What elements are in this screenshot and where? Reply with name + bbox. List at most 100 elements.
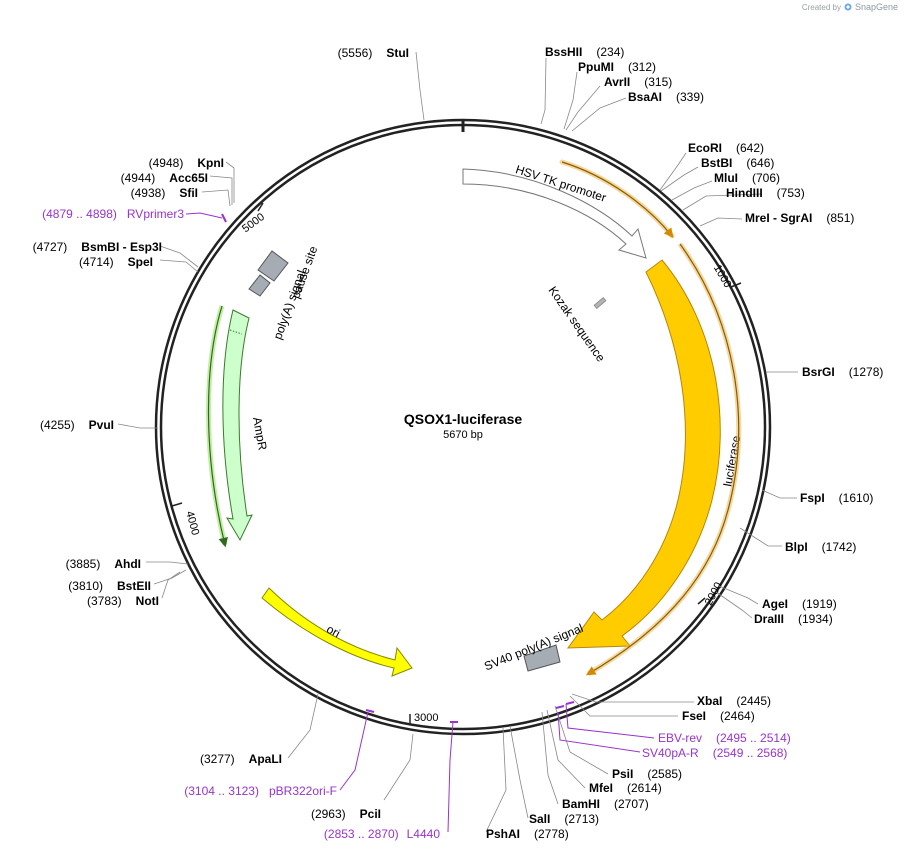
site-pvui[interactable]: (4255)PvuI: [40, 418, 114, 432]
primer-leader-lines: [185, 212, 655, 833]
svg-text:BsrGI(1278): BsrGI(1278): [802, 365, 883, 379]
backbone-ring: [154, 118, 772, 736]
svg-text:MreI - SgrAI(851): MreI - SgrAI(851): [745, 211, 854, 225]
site-draiii[interactable]: DraIII(1934): [754, 612, 833, 626]
tick-label-3000: 3000: [414, 712, 438, 724]
site-kpni[interactable]: (4948)KpnI: [149, 156, 224, 170]
svg-text:DraIII(1934): DraIII(1934): [754, 612, 833, 626]
site-bsteii[interactable]: (3810)BstEII: [68, 579, 151, 593]
site-bsshii[interactable]: BssHII(234): [545, 45, 624, 59]
svg-text:(4714)SpeI: (4714)SpeI: [79, 255, 153, 269]
svg-text:(4938)SfiI: (4938)SfiI: [131, 186, 198, 200]
svg-text:(4255)PvuI: (4255)PvuI: [40, 418, 114, 432]
svg-text:XbaI(2445): XbaI(2445): [697, 694, 771, 708]
feature-ori[interactable]: ori: [261, 587, 413, 677]
snapgene-credit: Created by SnapGene: [802, 2, 898, 12]
svg-text:(5556)StuI: (5556)StuI: [338, 46, 409, 60]
svg-text:AgeI(1919): AgeI(1919): [762, 597, 837, 611]
feature-label-kozak: Kozak sequence: [546, 284, 609, 365]
site-apali[interactable]: (3277)ApaLI: [200, 752, 282, 766]
primer-ebv-rev[interactable]: EBV-rev(2495 .. 2514): [658, 731, 791, 745]
svg-text:(2963)PciI: (2963)PciI: [311, 807, 381, 821]
svg-text:(4727)BsmBI - Esp3I: (4727)BsmBI - Esp3I: [33, 240, 162, 254]
primer-rvprimer3[interactable]: (4879 .. 4898)RVprimer3: [42, 207, 184, 221]
primer-l4440[interactable]: (2853 .. 2870)L4440: [324, 827, 440, 841]
feature-ampr[interactable]: AmpR: [222, 309, 270, 542]
svg-text:FseI(2464): FseI(2464): [682, 709, 755, 723]
svg-text:MfeI(2614): MfeI(2614): [589, 781, 662, 795]
tick-label-1000: 1000: [711, 263, 734, 290]
tick-3000: 3000: [409, 712, 438, 724]
svg-text:EBV-rev(2495 .. 2514): EBV-rev(2495 .. 2514): [658, 731, 791, 745]
snapgene-logo-icon: [844, 3, 852, 11]
site-bsaai[interactable]: BsaAI(339): [628, 90, 704, 104]
site-avrii[interactable]: AvrII(315): [604, 75, 672, 89]
svg-text:EcoRI(642): EcoRI(642): [688, 141, 764, 155]
site-sfii[interactable]: (4938)SfiI: [131, 186, 198, 200]
svg-text:(4944)Acc65I: (4944)Acc65I: [121, 171, 208, 185]
site-psii[interactable]: PsiI(2585): [612, 767, 682, 781]
svg-text:SV40pA-R(2549 .. 2568): SV40pA-R(2549 .. 2568): [642, 746, 787, 760]
svg-text:(3885)AhdI: (3885)AhdI: [66, 557, 141, 571]
svg-text:(3104 .. 3123)pBR322ori-F: (3104 .. 3123)pBR322ori-F: [184, 784, 337, 798]
site-bamhi[interactable]: BamHI(2707): [562, 797, 649, 811]
site-mlui[interactable]: MluI(706): [714, 171, 780, 185]
feature-kozak[interactable]: Kozak sequence: [546, 284, 609, 365]
svg-text:BstBI(646): BstBI(646): [701, 156, 774, 170]
primer-pbr322ori-f[interactable]: (3104 .. 3123)pBR322ori-F: [184, 784, 337, 798]
feature-label-ampr: AmpR: [250, 416, 270, 452]
site-fsei[interactable]: FseI(2464): [682, 709, 755, 723]
site-xbai[interactable]: XbaI(2445): [697, 694, 771, 708]
svg-text:HindIII(753): HindIII(753): [726, 186, 805, 200]
svg-text:(3810)BstEII: (3810)BstEII: [68, 579, 151, 593]
site-pshai[interactable]: PshAI(2778): [486, 827, 569, 841]
svg-text:PsiI(2585): PsiI(2585): [612, 767, 682, 781]
svg-text:(2853 .. 2870)L4440: (2853 .. 2870)L4440: [324, 827, 440, 841]
site-mrei-sgrai[interactable]: MreI - SgrAI(851): [745, 211, 854, 225]
site-ecori[interactable]: EcoRI(642): [688, 141, 764, 155]
feature-pause-site[interactable]: pause site: [257, 244, 320, 300]
site-acc65i[interactable]: (4944)Acc65I: [121, 171, 208, 185]
svg-text:SalI(2713): SalI(2713): [529, 812, 599, 826]
site-agei[interactable]: AgeI(1919): [762, 597, 837, 611]
luciferase-strand-arrow: [585, 243, 740, 676]
svg-text:(4879 .. 4898)RVprimer3: (4879 .. 4898)RVprimer3: [42, 207, 184, 221]
credit-brand: SnapGene: [854, 2, 898, 12]
site-bsmbi-esp3i[interactable]: (4727)BsmBI - Esp3I: [33, 240, 162, 254]
svg-text:FspI(1610): FspI(1610): [800, 491, 873, 505]
svg-text:PpuMI(312): PpuMI(312): [578, 60, 656, 74]
tick-label-5000: 5000: [240, 211, 267, 235]
site-ppumi[interactable]: PpuMI(312): [578, 60, 656, 74]
site-stui[interactable]: (5556)StuI: [338, 46, 409, 60]
ampr-strand-arrow: [207, 305, 228, 548]
svg-text:(4948)KpnI: (4948)KpnI: [149, 156, 224, 170]
site-bsrgi[interactable]: BsrGI(1278): [802, 365, 883, 379]
feature-hsv-tk-promoter[interactable]: HSV TK promoter: [462, 162, 647, 259]
primer-sv40pa-r[interactable]: SV40pA-R(2549 .. 2568): [642, 746, 787, 760]
site-hindiii[interactable]: HindIII(753): [726, 186, 805, 200]
svg-text:PshAI(2778): PshAI(2778): [486, 827, 569, 841]
plasmid-size: 5670 bp: [443, 429, 483, 441]
site-spei[interactable]: (4714)SpeI: [79, 255, 153, 269]
site-bstbi[interactable]: BstBI(646): [701, 156, 774, 170]
svg-text:BssHII(234): BssHII(234): [545, 45, 624, 59]
svg-text:(3783)NotI: (3783)NotI: [87, 594, 159, 608]
svg-text:MluI(706): MluI(706): [714, 171, 780, 185]
svg-text:AvrII(315): AvrII(315): [604, 75, 672, 89]
feature-label-ori: ori: [324, 622, 342, 641]
primer-marks: [221, 213, 575, 723]
svg-text:BsaAI(339): BsaAI(339): [628, 90, 704, 104]
svg-text:(3277)ApaLI: (3277)ApaLI: [200, 752, 282, 766]
credit-prefix: Created by: [801, 2, 841, 12]
site-mfei[interactable]: MfeI(2614): [589, 781, 662, 795]
tick-label-4000: 4000: [183, 510, 201, 537]
site-fspi[interactable]: FspI(1610): [800, 491, 873, 505]
svg-text:BlpI(1742): BlpI(1742): [785, 540, 856, 554]
site-leader-lines: [117, 51, 798, 833]
site-sali[interactable]: SalI(2713): [529, 812, 599, 826]
site-blpi[interactable]: BlpI(1742): [785, 540, 856, 554]
site-ahdi[interactable]: (3885)AhdI: [66, 557, 141, 571]
site-noti[interactable]: (3783)NotI: [87, 594, 159, 608]
site-pcii[interactable]: (2963)PciI: [311, 807, 381, 821]
